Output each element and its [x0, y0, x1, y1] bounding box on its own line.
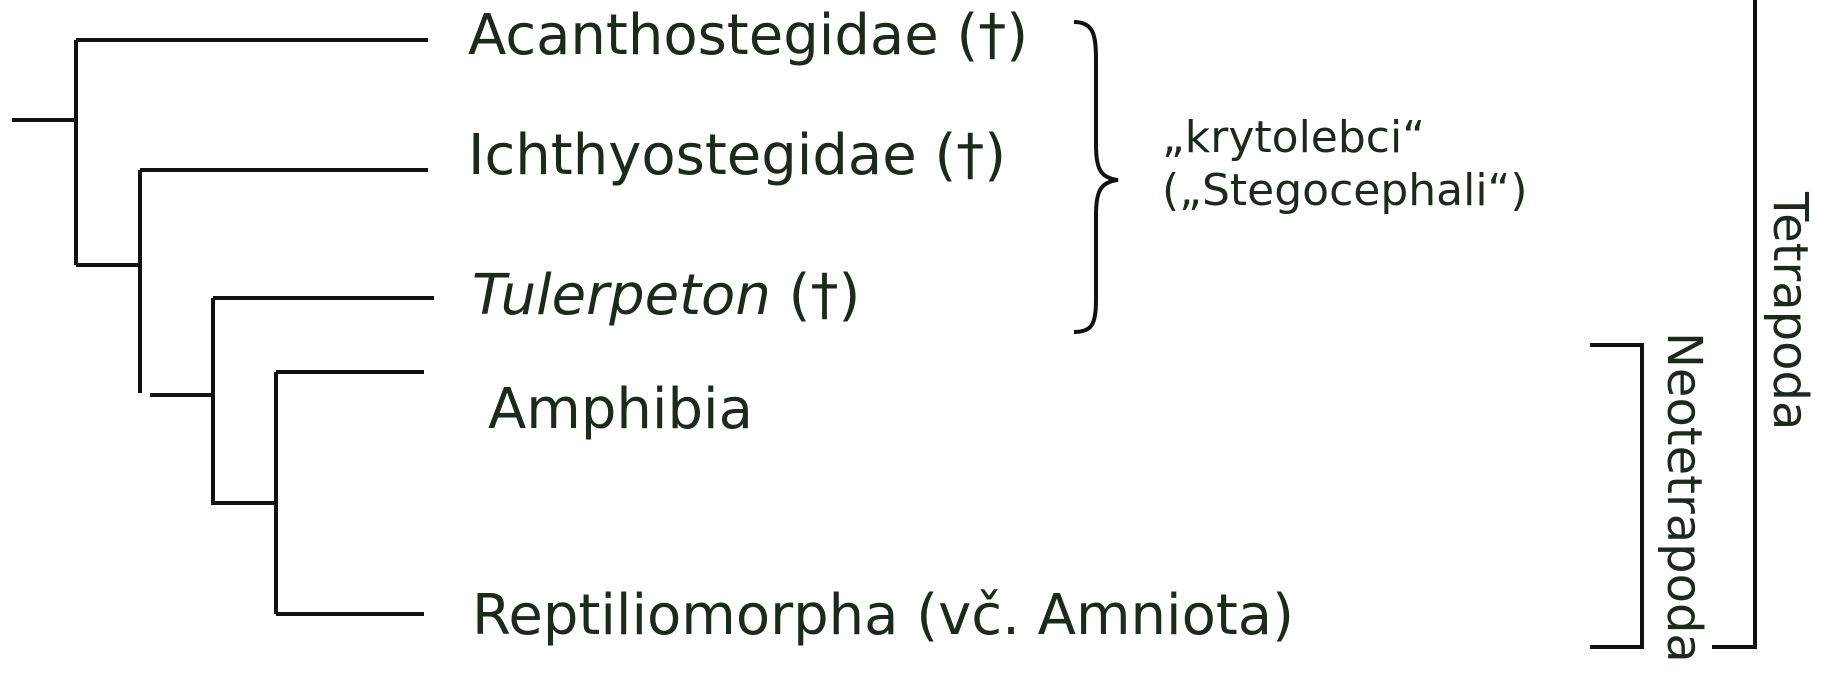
extinct-marker: (†): [916, 123, 1007, 188]
taxon-name: Reptiliomorpha: [472, 583, 899, 648]
taxon-ichthyostegidae: Ichthyostegidae (†): [468, 128, 1006, 184]
taxon-name: Ichthyostegidae: [468, 123, 917, 188]
taxon-name: Acanthostegidae: [468, 3, 939, 68]
group-tetrapoda-label: Tetrapoda: [1762, 192, 1818, 431]
extinct-marker: (†): [938, 3, 1029, 68]
krytolebci-brace: [1073, 20, 1119, 334]
neotetrapoda-bracket: [1590, 343, 1644, 649]
group-krytolebci: „krytolebci“ („Stegocephali“): [1162, 112, 1528, 218]
taxon-tulerpeton: Tulerpeton (†): [472, 268, 860, 324]
group-neotetrapoda-label: Neotetrapoda: [1656, 332, 1712, 663]
tetrapoda-bracket: [1712, 0, 1757, 649]
taxon-reptiliomorpha: Reptiliomorpha (vč. Amniota): [472, 588, 1294, 644]
group-krytolebci-line2: („Stegocephali“): [1162, 164, 1528, 216]
taxon-name: Amphibia: [488, 377, 753, 442]
taxon-suffix: (vč. Amniota): [898, 583, 1294, 648]
taxon-acanthostegidae: Acanthostegidae (†): [468, 8, 1028, 64]
extinct-marker: (†): [770, 263, 861, 328]
group-krytolebci-line1: „krytolebci“: [1162, 112, 1426, 163]
taxon-amphibia: Amphibia: [488, 382, 753, 438]
taxon-name: Tulerpeton: [472, 263, 771, 328]
